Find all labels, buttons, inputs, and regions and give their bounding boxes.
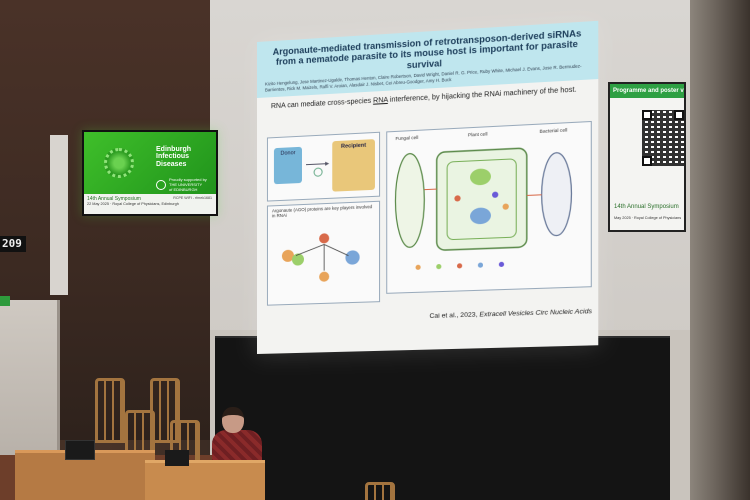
rnai-pathway-diagram-icon [281, 233, 360, 282]
right-pillar [690, 0, 750, 500]
lectern [145, 460, 265, 500]
lectern-laptop-icon [165, 450, 189, 466]
uni-line-2: THE UNIVERSITY [169, 181, 203, 187]
speaker-head [222, 407, 244, 433]
subtitle-underlined: RNA [373, 97, 388, 105]
left-display-screen: Edinburgh Infectious Diseases Proudly su… [82, 130, 218, 216]
chair [95, 378, 125, 443]
laptop-icon [65, 440, 95, 460]
right-symposium-date-venue: May 2025 · Royal College of Physicians [614, 216, 682, 220]
side-door [0, 300, 60, 470]
wall-clock: 209 [0, 236, 26, 252]
org-line-3: Diseases [156, 160, 187, 168]
uni-line-1: Proudly supported by [169, 177, 207, 182]
citation-authors: Cai et al., 2023, [429, 311, 480, 320]
org-name: Edinburgh Infectious Diseases [156, 146, 191, 168]
symposium-title: 14th Annual Symposium [87, 196, 141, 202]
blackboard [215, 336, 670, 500]
projected-slide: Argonaute-mediated transmission of retro… [257, 21, 598, 354]
recipient-box: Recipient [332, 139, 375, 192]
screen-info-strip: RCPE WIFI - rfmek1681 14th Annual Sympos… [84, 194, 216, 214]
right-symposium-title: 14th Annual Symposium [614, 204, 679, 210]
qr-corner-icon [674, 110, 684, 120]
qr-corner-icon [642, 110, 652, 120]
virus-icon [104, 148, 134, 178]
wifi-info: RCPE WIFI - rfmek1681 [173, 196, 212, 200]
left-pillar [50, 135, 68, 295]
panel-argonaute: Argonaute (AGO) proteins are key players… [266, 200, 381, 306]
subtitle-suffix: interference, by hijacking the RNAi mach… [387, 86, 577, 105]
citation-journal: Extracell Vesicles Circ Nucleic Acids [479, 307, 593, 319]
panel-cell-types: Fungal cell Plant cell Bacterial cell [386, 120, 593, 294]
subtitle-prefix: RNA can mediate cross-species [270, 97, 374, 111]
symposium-date-venue: 22 May 2025 · Royal College of Physician… [87, 202, 179, 206]
panel-cross-species: Donor Recipient [267, 132, 380, 202]
qr-corner-icon [642, 156, 652, 166]
university-name: Proudly supported by THE UNIVERSITY of E… [169, 177, 207, 192]
uni-line-3: of EDINBURGH [169, 186, 198, 192]
cell-diagram-icon [387, 130, 593, 270]
voting-banner: Programme and poster voting [610, 84, 684, 98]
university-crest-icon [156, 180, 166, 190]
org-line-1: Edinburgh [156, 146, 191, 153]
slide-citation: Cai et al., 2023, Extracell Vesicles Cir… [429, 308, 592, 320]
right-display-screen: Programme and poster voting 14th Annual … [608, 82, 686, 232]
org-line-2: Infectious [156, 153, 190, 161]
chair [365, 482, 395, 500]
exit-sign-icon [0, 296, 10, 306]
